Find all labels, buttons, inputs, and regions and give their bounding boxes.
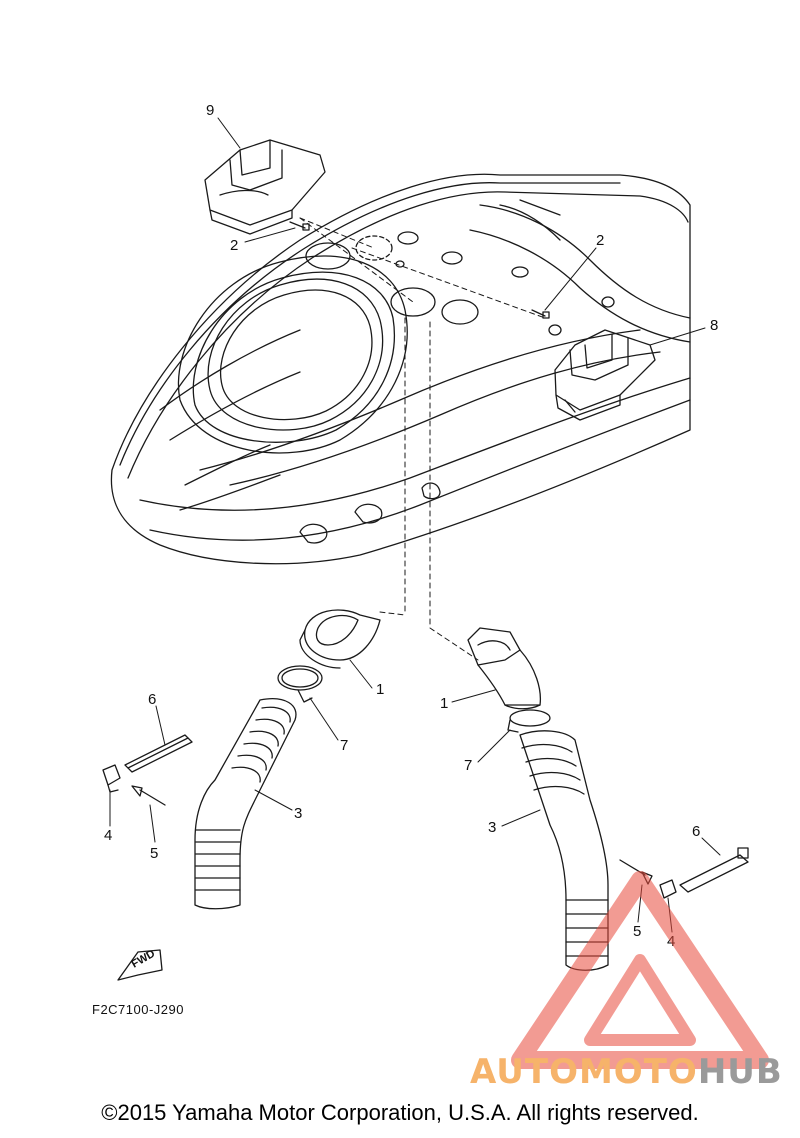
watermark-text-part-2: HUB bbox=[697, 1052, 783, 1092]
callout-1-left: 1 bbox=[376, 681, 384, 698]
air-duct-part-1-left bbox=[299, 609, 381, 669]
screw-part-2 bbox=[289, 221, 550, 319]
tie-down-eyelets bbox=[299, 482, 441, 544]
hose-clamp-part-7 bbox=[277, 665, 551, 733]
callout-5-right: 5 bbox=[633, 923, 641, 940]
copyright-notice: ©2015 Yamaha Motor Corporation, U.S.A. A… bbox=[101, 1100, 699, 1125]
callout-8: 8 bbox=[710, 317, 718, 334]
watermark-text-part-1: AUTOMOTO bbox=[470, 1052, 698, 1092]
callout-3-right: 3 bbox=[488, 819, 496, 836]
diagram-part-code: F2C7100-J290 bbox=[92, 1002, 184, 1017]
watermark-text: AUTOMOTOHUB bbox=[470, 1052, 783, 1092]
corrugated-hose-part-3-left bbox=[194, 698, 297, 910]
callout-4-left: 4 bbox=[104, 827, 112, 844]
vent-cover-part-9 bbox=[204, 139, 326, 235]
holder-part-4 bbox=[102, 764, 677, 899]
rivet-part-5 bbox=[131, 785, 653, 885]
fwd-label: FWD bbox=[130, 948, 158, 971]
callout-3-left: 3 bbox=[294, 805, 302, 822]
callout-7-left: 7 bbox=[340, 737, 348, 754]
callout-7-right: 7 bbox=[464, 757, 472, 774]
callout-5-left: 5 bbox=[150, 845, 158, 862]
callout-6-right: 6 bbox=[692, 823, 700, 840]
vent-cover-part-8 bbox=[554, 329, 656, 421]
callout-9: 9 bbox=[206, 102, 214, 119]
callout-1-right: 1 bbox=[440, 695, 448, 712]
callout-2-left: 2 bbox=[230, 237, 238, 254]
callout-leaders bbox=[109, 117, 721, 933]
vent-holes bbox=[305, 231, 615, 336]
callout-2-right: 2 bbox=[596, 232, 604, 249]
watermark-logo bbox=[511, 871, 769, 1069]
cable-tie-part-6 bbox=[124, 734, 749, 893]
fwd-arrow-icon bbox=[117, 949, 163, 981]
storage-hatch-opening bbox=[177, 255, 408, 454]
air-duct-part-1-right bbox=[467, 627, 542, 710]
assembly-leader-lines bbox=[299, 217, 546, 661]
callout-6-left: 6 bbox=[148, 691, 156, 708]
